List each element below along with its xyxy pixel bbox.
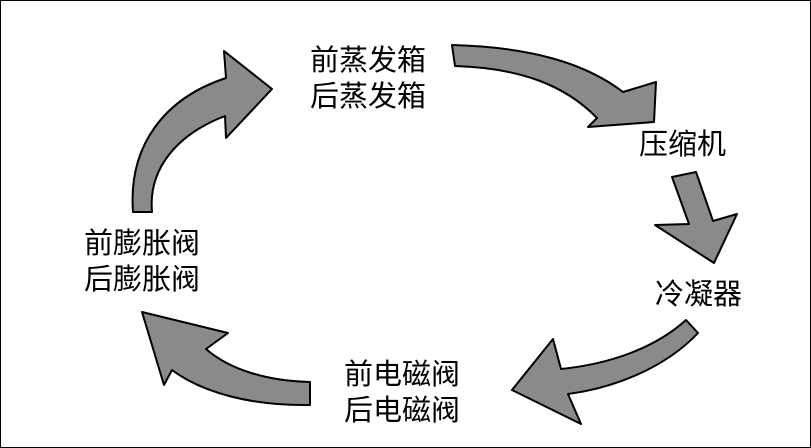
arrow-solenoid-to-expansion bbox=[141, 311, 311, 407]
solenoid-front-label: 前电磁阀 bbox=[344, 357, 461, 391]
node-expansion-valves: 前膨胀阀 后膨胀阀 bbox=[84, 225, 200, 297]
arrow-compressor-to-condenser bbox=[654, 171, 738, 264]
node-condenser: 冷凝器 bbox=[655, 276, 742, 312]
expansion-front-label: 前膨胀阀 bbox=[84, 226, 201, 260]
node-evaporators: 前蒸发箱 后蒸发箱 bbox=[310, 42, 426, 114]
solenoid-rear-label: 后电磁阀 bbox=[344, 393, 461, 427]
arrow-condenser-to-solenoid bbox=[511, 319, 699, 425]
node-solenoid-valves: 前电磁阀 后电磁阀 bbox=[344, 356, 460, 428]
condenser-label: 冷凝器 bbox=[655, 277, 743, 311]
compressor-label: 压缩机 bbox=[639, 127, 727, 161]
evaporator-rear-label: 后蒸发箱 bbox=[310, 79, 427, 113]
node-compressor: 压缩机 bbox=[639, 126, 726, 162]
arrow-evaporator-to-compressor bbox=[451, 44, 657, 128]
arrow-expansion-to-evaporator bbox=[131, 50, 273, 213]
expansion-rear-label: 后膨胀阀 bbox=[84, 262, 201, 296]
evaporator-front-label: 前蒸发箱 bbox=[310, 43, 427, 77]
